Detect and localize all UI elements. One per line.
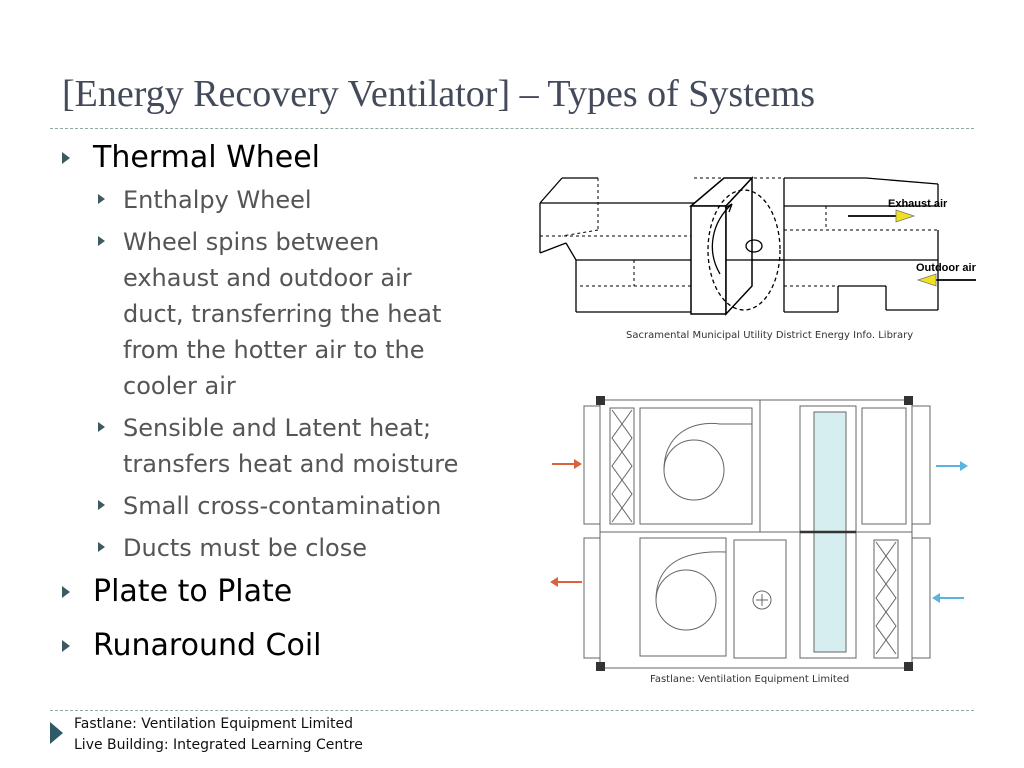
- bullet-arrow-icon: [62, 586, 70, 598]
- bullet-text: Plate to Plate: [93, 574, 293, 609]
- footer-line: Live Building: Integrated Learning Centr…: [74, 737, 363, 753]
- unit-figure-caption: Fastlane: Ventilation Equipment Limited: [650, 674, 850, 685]
- sub-bullet-line: Wheel spins between: [123, 228, 380, 256]
- slide-title: [Energy Recovery Ventilator] – Types of …: [62, 73, 815, 115]
- sub-bullet-line: transfers heat and moisture: [123, 450, 459, 478]
- sub-bullet-line: duct, transferring the heat: [123, 300, 442, 328]
- sub-bullet-arrow-icon: [98, 194, 105, 204]
- footer-credits: Fastlane: Ventilation Equipment Limited …: [74, 714, 363, 756]
- footer-arrow-icon: [50, 722, 63, 744]
- sub-bullet-line: cooler air: [123, 372, 236, 400]
- sub-bullet-line: from the hotter air to the: [123, 336, 425, 364]
- outdoor-air-label: Outdoor air: [916, 262, 977, 274]
- bullet-runaround-coil: Runaround Coil: [60, 628, 530, 664]
- sub-bullet-wheel-spins: Wheel spins between exhaust and outdoor …: [60, 224, 530, 404]
- sub-bullet-arrow-icon: [98, 236, 105, 246]
- sub-bullet-line: Ducts must be close: [123, 534, 368, 562]
- sub-bullet-arrow-icon: [98, 542, 105, 552]
- sub-bullet-ducts-close: Ducts must be close: [60, 530, 530, 566]
- bullet-arrow-icon: [62, 152, 70, 164]
- bullet-plate-to-plate: Plate to Plate: [60, 574, 530, 610]
- bullet-thermal-wheel: Thermal Wheel: [60, 140, 530, 176]
- sub-bullet-enthalpy-wheel: Enthalpy Wheel: [60, 182, 530, 218]
- bullet-arrow-icon: [62, 640, 70, 652]
- sub-bullet-line: Enthalpy Wheel: [123, 186, 312, 214]
- bullet-text: Thermal Wheel: [93, 140, 321, 175]
- sub-bullet-line: Small cross-contamination: [123, 492, 442, 520]
- footer-line: Fastlane: Ventilation Equipment Limited: [74, 716, 353, 732]
- bullet-text: Runaround Coil: [93, 628, 322, 663]
- bullet-list: Thermal Wheel Enthalpy Wheel Wheel spins…: [60, 140, 530, 664]
- sub-bullet-line: exhaust and outdoor air: [123, 264, 412, 292]
- title-divider: [50, 128, 974, 129]
- sub-bullet-arrow-icon: [98, 422, 105, 432]
- ventilation-unit-diagram: [550, 396, 968, 671]
- exhaust-air-label: Exhaust air: [888, 198, 948, 210]
- wheel-figure-caption: Sacramental Municipal Utility District E…: [626, 330, 914, 341]
- sub-bullet-cross-contamination: Small cross-contamination: [60, 488, 530, 524]
- sub-bullet-arrow-icon: [98, 500, 105, 510]
- footer-divider: [50, 710, 974, 711]
- sub-bullet-sensible-latent: Sensible and Latent heat; transfers heat…: [60, 410, 530, 482]
- sub-bullet-line: Sensible and Latent heat;: [123, 414, 432, 442]
- thermal-wheel-diagram: Exhaust air Outdoor air: [539, 176, 977, 316]
